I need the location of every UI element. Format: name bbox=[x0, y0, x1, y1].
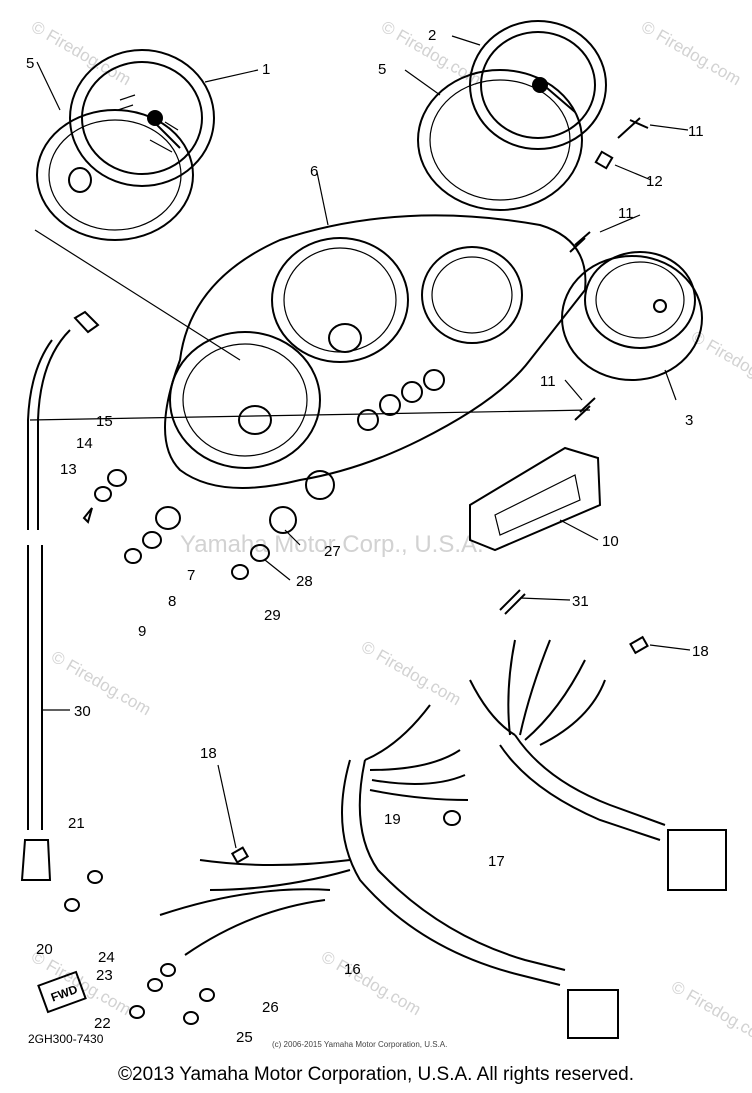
callout-18: 18 bbox=[692, 643, 709, 660]
callout-28: 28 bbox=[296, 573, 313, 590]
callout-5: 5 bbox=[26, 55, 34, 72]
callout-5: 5 bbox=[378, 61, 386, 78]
callout-1: 1 bbox=[262, 61, 270, 78]
callout-11: 11 bbox=[688, 123, 704, 140]
callout-23: 23 bbox=[96, 967, 113, 984]
meter-housing bbox=[164, 214, 587, 500]
watermark-text: © Firedog.com bbox=[668, 977, 752, 1049]
watermark-text: © Firedog.com bbox=[318, 947, 424, 1019]
callout-25: 25 bbox=[236, 1029, 253, 1046]
watermark-text: © Firedog.com bbox=[638, 17, 744, 89]
callout-30: 30 bbox=[74, 703, 91, 720]
watermark-layer: © Firedog.com © Firedog.com © Firedog.co… bbox=[28, 17, 752, 1049]
drawing-code: 2GH300-7430 bbox=[28, 1032, 104, 1046]
callout-26: 26 bbox=[262, 999, 279, 1016]
gauge-small bbox=[561, 251, 703, 381]
watermark-text: © Firedog.com bbox=[358, 637, 464, 709]
callout-29: 29 bbox=[264, 607, 281, 624]
callouts: 1 2 3 5 5 6 7 8 9 10 11 11 11 12 13 14 1… bbox=[26, 27, 709, 1046]
hardware-parts bbox=[64, 117, 649, 1025]
speedometer-cable bbox=[20, 310, 100, 881]
callout-7: 7 bbox=[187, 567, 195, 584]
callout-14: 14 bbox=[76, 435, 93, 452]
callout-27: 27 bbox=[324, 543, 341, 560]
watermark-text: Yamaha Motor Corp., U.S.A. bbox=[180, 531, 484, 558]
callout-24: 24 bbox=[98, 949, 115, 966]
callout-31: 31 bbox=[572, 593, 589, 610]
callout-17: 17 bbox=[488, 853, 505, 870]
callout-19: 19 bbox=[384, 811, 401, 828]
callout-9: 9 bbox=[138, 623, 146, 640]
callout-11: 11 bbox=[618, 205, 634, 222]
callout-15: 15 bbox=[96, 413, 113, 430]
callout-6: 6 bbox=[310, 163, 318, 180]
small-copyright: (c) 2006-2015 Yamaha Motor Corporation, … bbox=[272, 1040, 448, 1049]
footer-copyright: ©2013 Yamaha Motor Corporation, U.S.A. A… bbox=[118, 1064, 634, 1085]
callout-11: 11 bbox=[540, 373, 556, 390]
leader-lines bbox=[29, 35, 691, 849]
callout-21: 21 bbox=[68, 815, 85, 832]
callout-20: 20 bbox=[36, 941, 53, 958]
callout-3: 3 bbox=[685, 412, 693, 429]
watermark-text: © Firedog.com bbox=[48, 647, 154, 719]
gauge-tachometer bbox=[36, 49, 215, 241]
gauge-speedometer bbox=[417, 20, 607, 211]
callout-16: 16 bbox=[344, 961, 361, 978]
callout-13: 13 bbox=[60, 461, 77, 478]
callout-10: 10 bbox=[602, 533, 619, 550]
callout-8: 8 bbox=[168, 593, 176, 610]
callout-2: 2 bbox=[428, 27, 436, 44]
parts-diagram: © Firedog.com © Firedog.com © Firedog.co… bbox=[20, 17, 752, 1049]
callout-22: 22 bbox=[94, 1015, 111, 1032]
indicator-panel bbox=[469, 446, 602, 552]
callout-12: 12 bbox=[646, 173, 663, 190]
callout-18: 18 bbox=[200, 745, 217, 762]
